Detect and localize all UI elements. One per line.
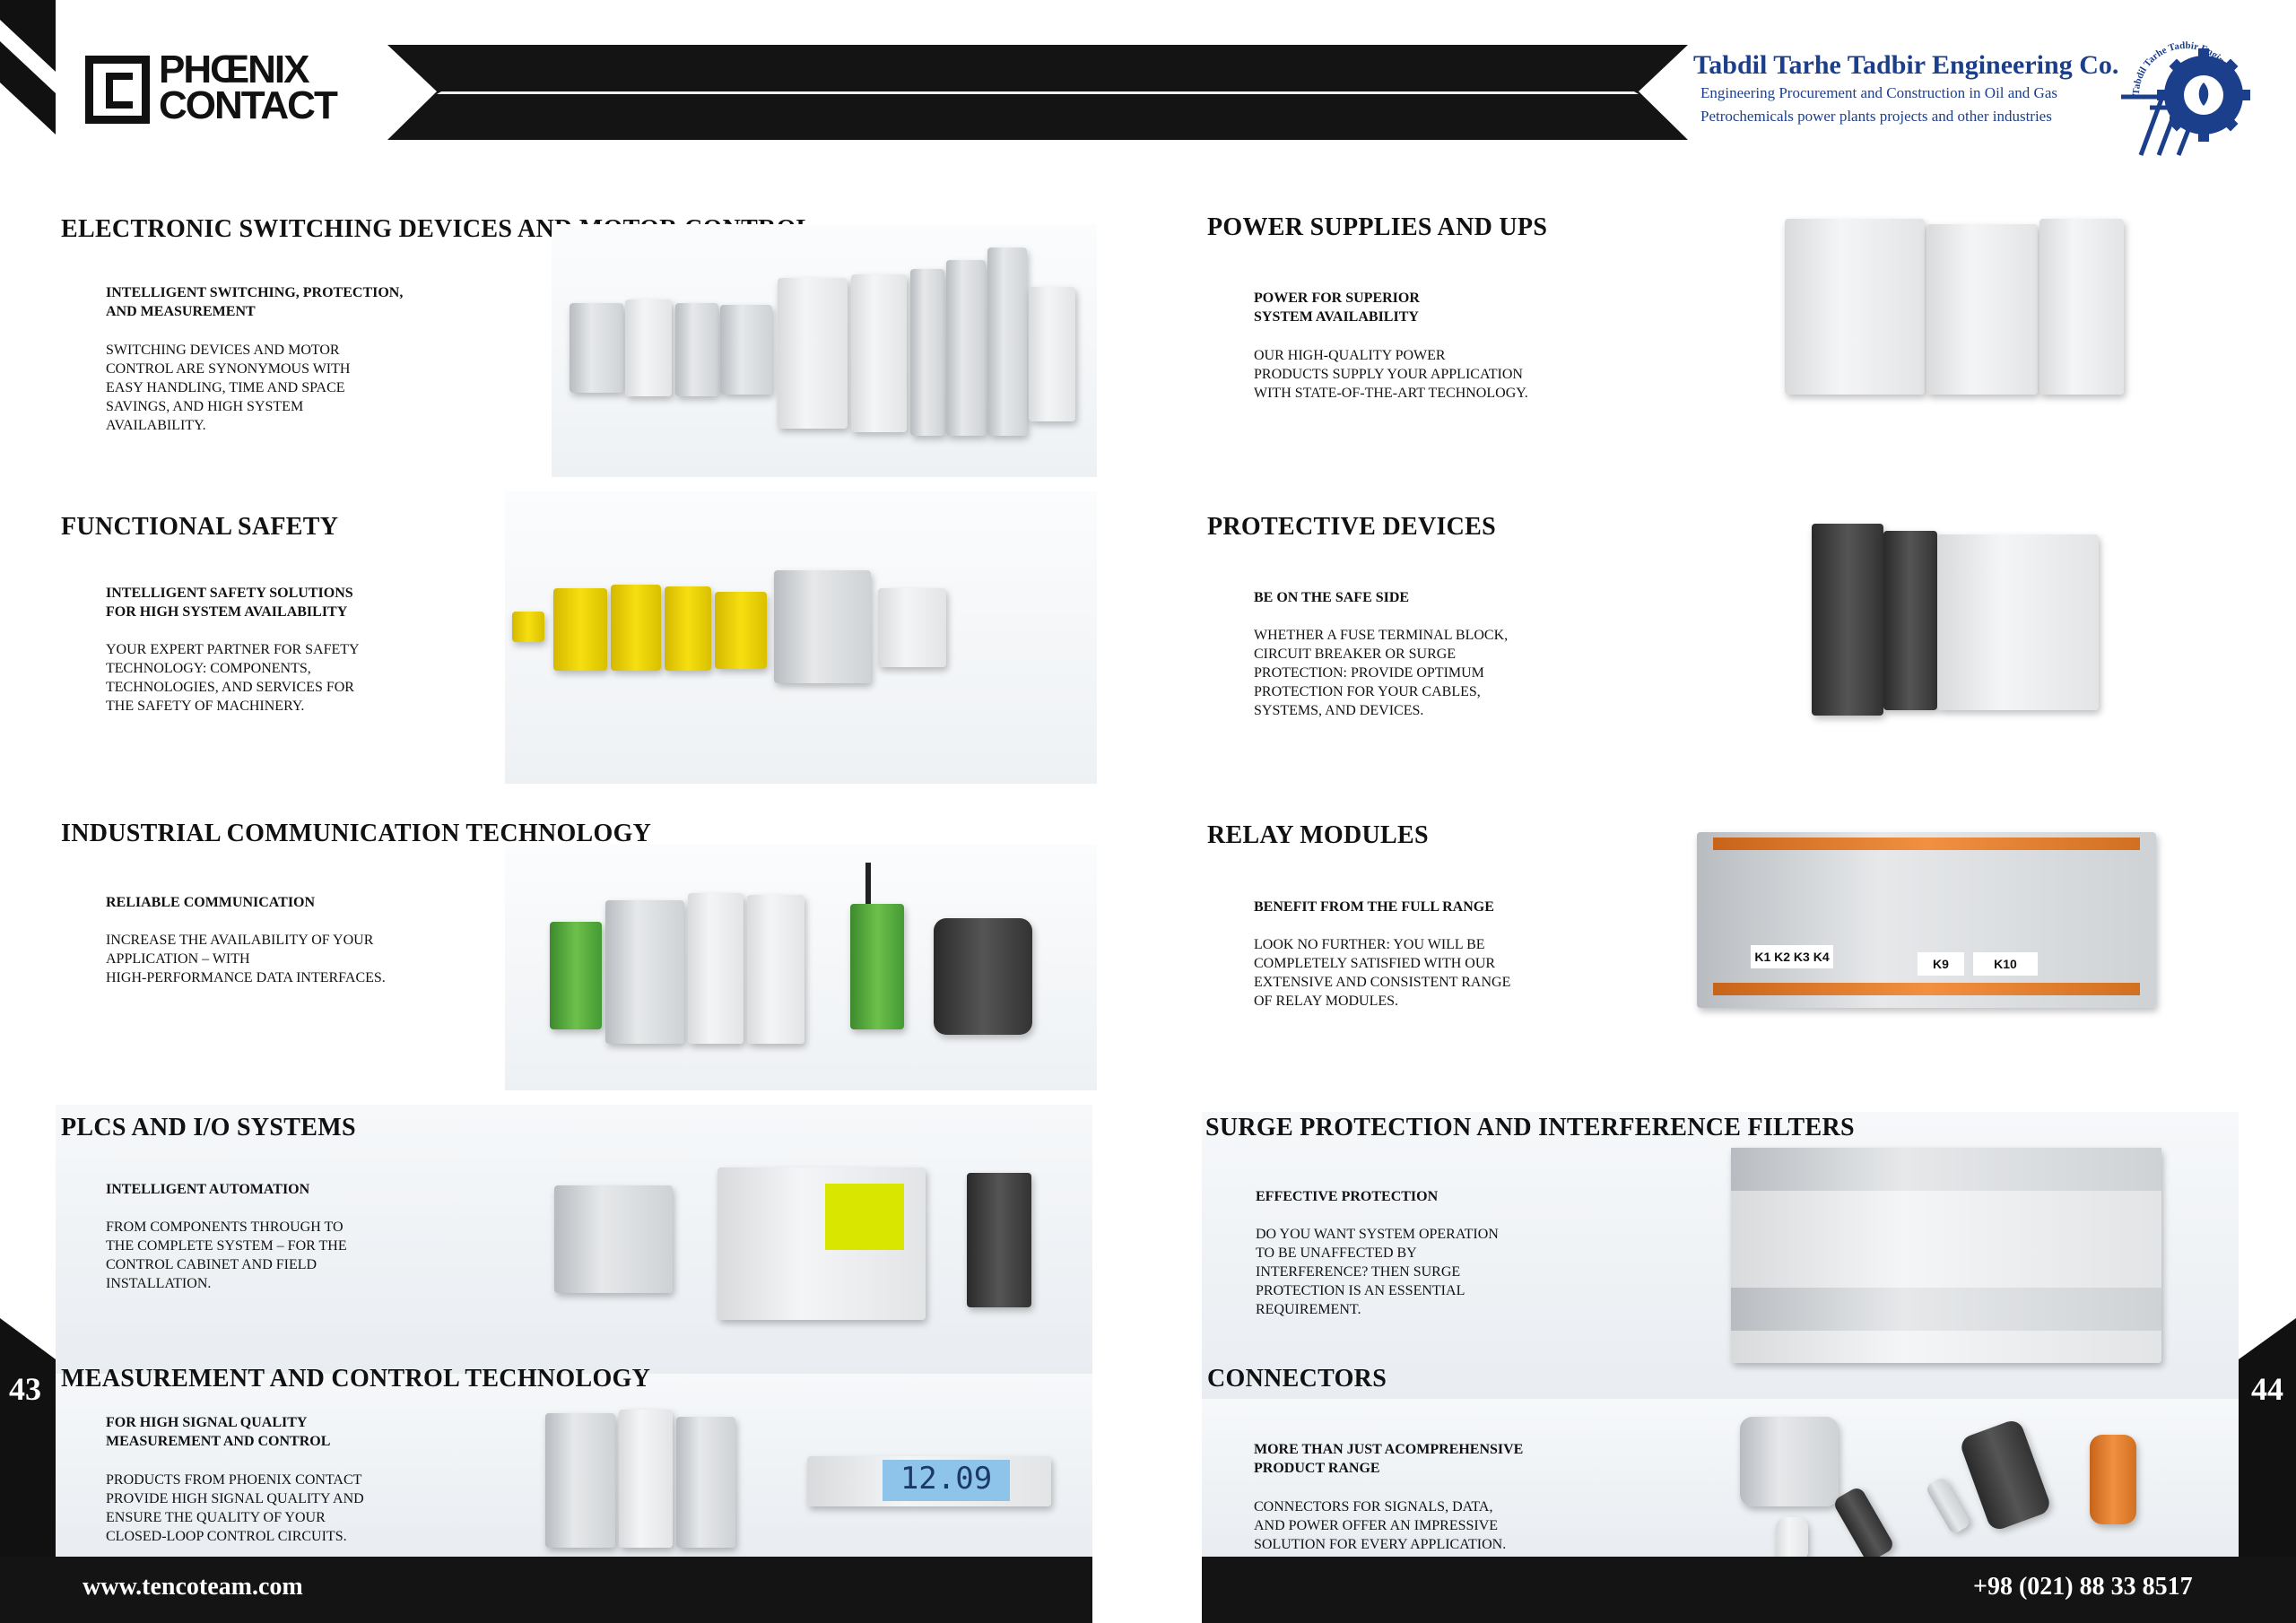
company-emblem-icon: Tabdil Tarhe Tadbir Engineering Co	[2103, 25, 2250, 156]
right-page-tab	[2239, 1318, 2296, 1560]
section-title: SURGE PROTECTION AND INTERFERENCE FILTER…	[1205, 1114, 1855, 1141]
section-body: SWITCHING DEVICES AND MOTOR CONTROL ARE …	[106, 343, 351, 433]
section-title: CONNECTORS	[1207, 1365, 1387, 1393]
section-subtitle: BENEFIT FROM THE FULL RANGE	[1254, 899, 1494, 915]
section-body: WHETHER A FUSE TERMINAL BLOCK, CIRCUIT B…	[1254, 628, 1509, 718]
left-page-tab	[0, 1318, 56, 1560]
section-subtitle: POWER FOR SUPERIOR SYSTEM AVAILABILITY	[1254, 291, 1420, 325]
relay-tag: K9	[1918, 952, 1964, 976]
section-body: DO YOU WANT SYSTEM OPERATION TO BE UNAFF…	[1256, 1227, 1499, 1317]
section-subtitle: EFFECTIVE PROTECTION	[1256, 1189, 1439, 1204]
communication-devices-image	[505, 845, 1097, 1090]
section-body: CONNECTORS FOR SIGNALS, DATA, AND POWER …	[1254, 1499, 1507, 1552]
header-band	[387, 45, 1688, 140]
meter-display: 12.09	[883, 1460, 1010, 1501]
footer-phone: +98 (021) 88 33 8517	[1973, 1573, 2193, 1601]
section-subtitle: BE ON THE SAFE SIDE	[1254, 590, 1410, 605]
logo-mark-icon	[85, 56, 150, 124]
section-body: YOUR EXPERT PARTNER FOR SAFETY TECHNOLOG…	[106, 642, 360, 714]
safety-devices-image	[505, 491, 1097, 784]
logo-line-1: PHŒNIX	[159, 48, 309, 91]
section-subtitle: MORE THAN JUST ACOMPREHENSIVE PRODUCT RA…	[1254, 1442, 1524, 1476]
section-title: INDUSTRIAL COMMUNICATION TECHNOLOGY	[61, 820, 652, 847]
footer-website-link[interactable]: www.tencoteam.com	[83, 1573, 303, 1601]
section-subtitle: INTELLIGENT AUTOMATION	[106, 1182, 310, 1197]
section-body: OUR HIGH-QUALITY POWER PRODUCTS SUPPLY Y…	[1254, 348, 1528, 401]
section-body: LOOK NO FURTHER: YOU WILL BE COMPLETELY …	[1254, 937, 1511, 1009]
footer-bar-right	[1202, 1557, 2296, 1623]
company-name: Tabdil Tarhe Tadbir Engineering Co.	[1693, 50, 2119, 80]
page-number-right: 44	[2251, 1371, 2283, 1407]
phoenix-contact-logo: PHŒNIX CONTACT	[85, 48, 365, 129]
section-title: MEASUREMENT AND CONTROL TECHNOLOGY	[61, 1365, 651, 1393]
connectors-section-band	[1202, 1399, 2239, 1557]
footer-bar-left	[0, 1557, 1092, 1623]
section-subtitle: INTELLIGENT SAFETY SOLUTIONS FOR HIGH SY…	[106, 586, 353, 620]
page-number-left: 43	[9, 1371, 41, 1407]
section-title: RELAY MODULES	[1207, 821, 1429, 849]
section-body: PRODUCTS FROM PHOENIX CONTACT PROVIDE HI…	[106, 1472, 364, 1544]
corner-decoration-top-left	[0, 0, 56, 135]
company-tagline-1: Engineering Procurement and Construction…	[1700, 84, 2057, 101]
section-title: PLCS AND I/O SYSTEMS	[61, 1114, 356, 1141]
section-title: PROTECTIVE DEVICES	[1207, 513, 1497, 541]
section-subtitle: RELIABLE COMMUNICATION	[106, 895, 316, 910]
section-subtitle: INTELLIGENT SWITCHING, PROTECTION, AND M…	[106, 285, 404, 319]
section-title: FUNCTIONAL SAFETY	[61, 513, 339, 541]
section-subtitle: FOR HIGH SIGNAL QUALITY MEASUREMENT AND …	[106, 1415, 331, 1449]
section-body: FROM COMPONENTS THROUGH TO THE COMPLETE …	[106, 1219, 347, 1291]
relay-tag: K10	[1973, 952, 2038, 976]
relay-tag: K1 K2 K3 K4	[1751, 945, 1833, 968]
logo-line-2: CONTACT	[159, 83, 338, 127]
section-body: INCREASE THE AVAILABILITY OF YOUR APPLIC…	[106, 933, 386, 985]
company-tagline-2: Petrochemicals power plants projects and…	[1700, 108, 2052, 125]
section-title: POWER SUPPLIES AND UPS	[1207, 213, 1548, 241]
switching-devices-image	[552, 224, 1097, 477]
